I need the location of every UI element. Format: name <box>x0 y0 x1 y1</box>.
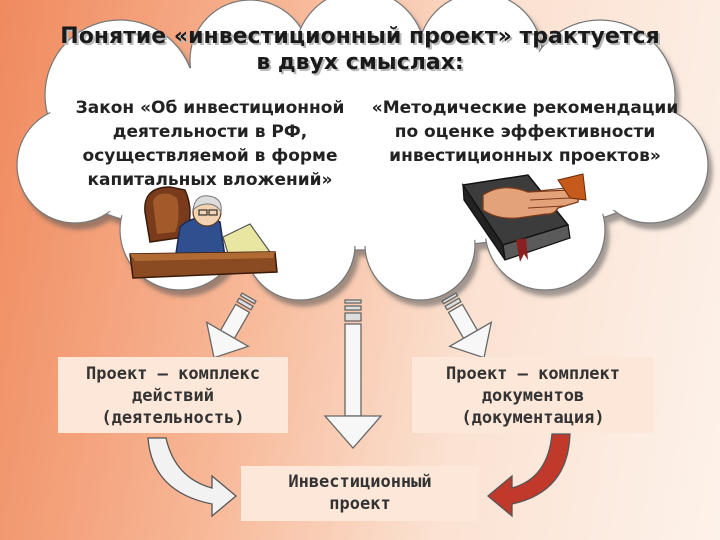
judge-clipart-icon <box>129 186 278 279</box>
law-line-3: осуществляемой в форме <box>82 146 338 166</box>
box-left-line-2: действий <box>132 386 214 406</box>
method-line-1: «Методические рекомендации <box>371 98 679 118</box>
law-line-4: капитальных вложений» <box>87 170 333 190</box>
method-line-2: по оценке эффективности <box>394 122 656 142</box>
hand-on-book-clipart-icon <box>461 173 587 262</box>
box-right-line-2: документов <box>481 386 585 406</box>
law-line-2: деятельности в РФ, <box>112 122 308 142</box>
arrow-right-down <box>441 292 493 359</box>
law-line-1: Закон «Об инвестиционной <box>75 98 345 118</box>
arrow-left-down <box>205 292 257 359</box>
box-left-line-1: Проект – комплекс <box>86 364 260 384</box>
law-source-text: Закон «Об инвестиционной деятельности в … <box>60 96 360 192</box>
box-left-line-3: (деятельность) <box>101 408 245 428</box>
box-project-actions: Проект – комплекс действий (деятельность… <box>58 357 288 433</box>
box-center-line-2: проект <box>329 494 391 514</box>
slide-title: Понятие «инвестиционный проект» трактует… <box>20 24 700 76</box>
title-line-2: в двух смыслах: <box>256 50 464 75</box>
arrow-curve-right <box>486 433 571 518</box>
box-right-line-1: Проект – комплект <box>446 364 620 384</box>
title-line-1: Понятие «инвестиционный проект» трактует… <box>60 24 660 49</box>
arrow-center-down <box>323 299 383 449</box>
methodology-source-text: «Методические рекомендации по оценке эфф… <box>365 96 685 168</box>
box-right-line-3: (документация) <box>461 408 605 428</box>
box-project-documents: Проект – комплект документов (документац… <box>412 357 654 433</box>
arrow-curve-left <box>147 437 238 518</box>
box-center-line-1: Инвестиционный <box>288 472 432 492</box>
box-investment-project: Инвестиционный проект <box>241 466 479 521</box>
method-line-3: инвестиционных проектов» <box>389 146 661 166</box>
